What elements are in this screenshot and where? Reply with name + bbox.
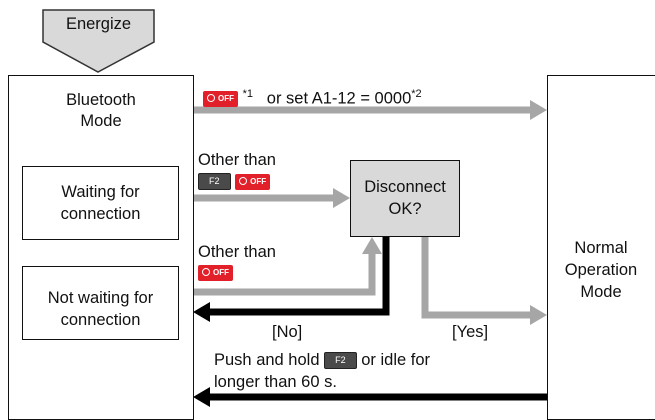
normal-mode-line2: Operation: [564, 261, 638, 279]
waiting-arrow-head: [333, 188, 350, 208]
push-and-hold-text: Push and hold: [214, 351, 320, 369]
bluetooth-mode-line2: Mode: [80, 112, 122, 130]
bluetooth-mode-line1: Bluetooth: [66, 91, 136, 109]
normal-mode-line1: Normal: [574, 239, 628, 257]
off-button-badge: OFF: [235, 173, 271, 190]
yes-arrow-head: [530, 305, 547, 325]
disconnect-ok-box: [350, 160, 460, 237]
f2-button-badge: F2: [324, 352, 357, 370]
top-arrow-annotation: OFF *1 or set A1-12 = 0000*2: [203, 84, 422, 109]
bottom-text-line1: Push and hold F2 or idle for: [214, 350, 430, 370]
bottom-text-line2: longer than 60 s.: [214, 373, 337, 391]
idle-text: or idle for: [361, 351, 430, 369]
yes-arrow-line: [421, 237, 532, 319]
stop-icon: [239, 176, 248, 185]
not-waiting-line2: connection: [60, 311, 141, 329]
not-waiting-line1: Not waiting for: [47, 289, 154, 307]
top-arrow-head: [530, 100, 547, 120]
set-parameter-text: or set A1-12 = 0000: [266, 89, 412, 108]
disconnect-line1: Disconnect: [364, 178, 446, 196]
yes-label: [Yes]: [452, 323, 489, 341]
other-than-buttons-1: F2 OFF: [198, 171, 271, 191]
normal-operation-mode-box: [547, 75, 655, 420]
energize-shape: [42, 9, 155, 73]
waiting-line2: connection: [60, 205, 141, 223]
not-waiting-arrow-head: [362, 237, 382, 254]
off-button-badge: OFF: [198, 264, 233, 281]
note-2: *2: [411, 88, 422, 100]
energize-label: Energize: [65, 15, 132, 33]
other-than-label-2: Other than: [198, 243, 276, 261]
f2-button-badge: F2: [198, 173, 231, 191]
other-than-label-1: Other than: [198, 151, 276, 169]
no-label: [No]: [272, 323, 303, 341]
normal-mode-line3: Mode: [580, 283, 622, 301]
stop-icon: [202, 267, 210, 276]
no-arrow-line: [208, 237, 390, 316]
not-waiting-for-connection-box: [22, 266, 179, 340]
bottom-arrow-head: [193, 387, 210, 407]
bluetooth-mode-box: [8, 75, 194, 420]
off-button-badge: OFF: [203, 91, 238, 108]
not-waiting-arrow-line: [178, 252, 376, 296]
note-1: *1: [242, 88, 253, 100]
other-than-buttons-2: OFF: [198, 262, 233, 282]
stop-icon: [207, 94, 215, 103]
disconnect-line2: OK?: [388, 200, 422, 218]
waiting-for-connection-box: [22, 166, 179, 240]
no-arrow-head: [193, 302, 210, 322]
waiting-line1: Waiting for: [61, 183, 140, 201]
